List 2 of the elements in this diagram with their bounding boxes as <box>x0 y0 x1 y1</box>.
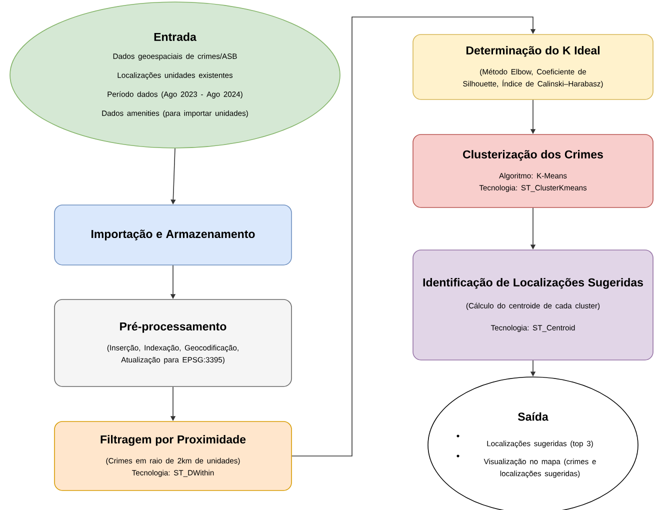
arrow <box>292 16 536 456</box>
process-box: Importação e Armazenamento <box>54 204 292 266</box>
